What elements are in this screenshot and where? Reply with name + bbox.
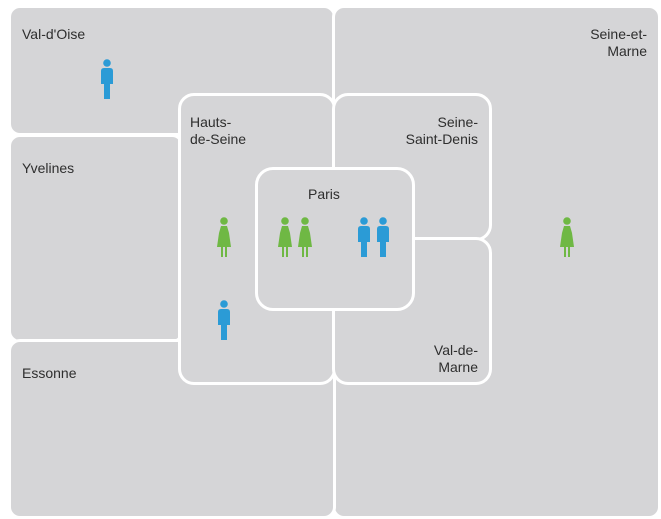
male-figure-icon — [377, 217, 389, 257]
female-figure-icon — [560, 217, 574, 257]
label-yvelines: Yvelines — [22, 160, 75, 176]
label-paris: Paris — [308, 186, 340, 202]
female-figure-icon — [298, 217, 312, 257]
male-figure-icon — [101, 59, 113, 99]
region-val-doise — [8, 5, 336, 136]
label-essonne: Essonne — [22, 365, 77, 381]
male-figure-icon — [218, 300, 230, 340]
male-figure-icon — [358, 217, 370, 257]
label-seine-et-marne: Seine-et- Marne — [590, 26, 647, 59]
female-figure-icon — [217, 217, 231, 257]
female-figure-icon — [278, 217, 292, 257]
label-val-doise: Val-d'Oise — [22, 26, 86, 42]
label-val-de-marne: Val-de- Marne — [433, 342, 478, 375]
label-hauts-de-seine: Hauts- de-Seine — [190, 114, 247, 147]
label-seine-saint-denis: Seine- Saint-Denis — [405, 114, 478, 147]
